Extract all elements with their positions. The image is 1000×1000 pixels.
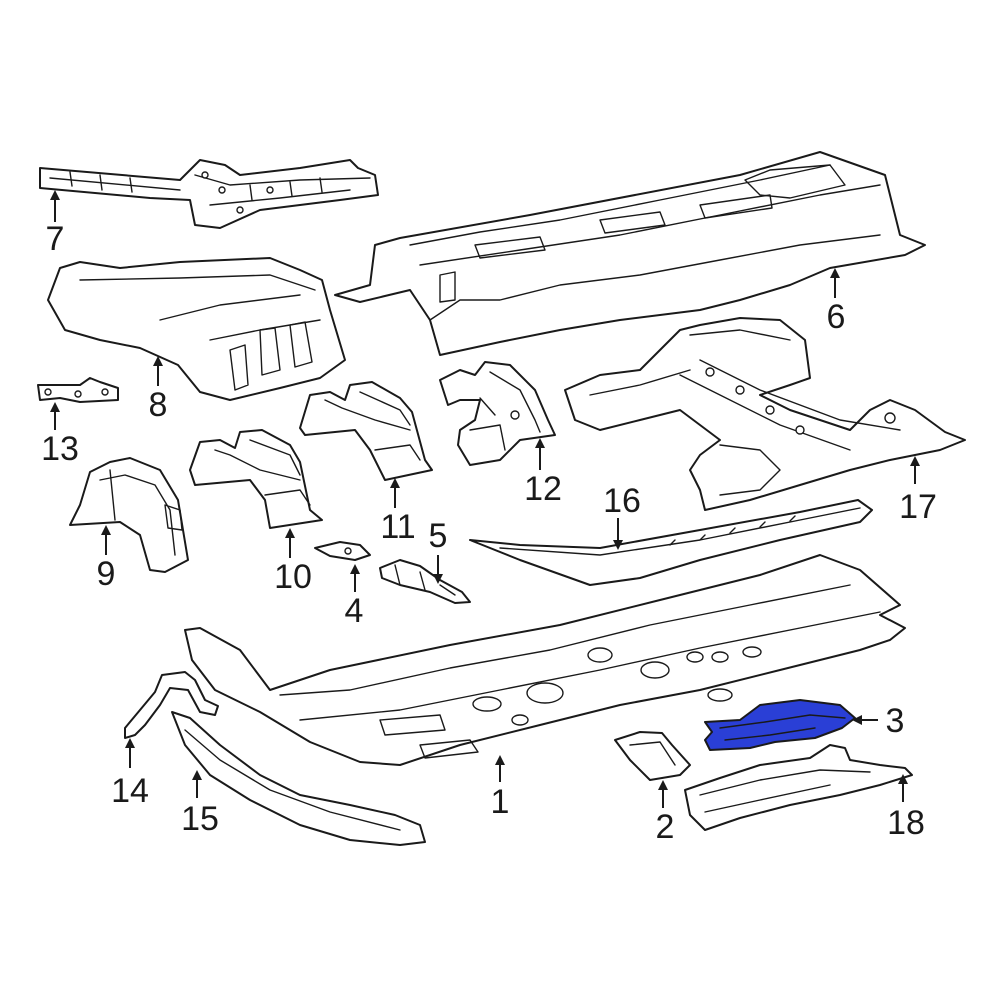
callout-9: 9	[97, 555, 116, 593]
part-12-crossmember-bracket[interactable]	[439, 361, 556, 466]
part-3-highlighted[interactable]	[704, 699, 856, 751]
part-5-bracket[interactable]	[379, 559, 471, 604]
callout-15: 15	[181, 800, 219, 838]
part-4-bracket[interactable]	[314, 541, 371, 561]
callout-2: 2	[656, 808, 675, 846]
part-18-sill-extension[interactable]	[684, 744, 913, 831]
part-1-floor-pan[interactable]	[184, 554, 906, 766]
part-8-wheel-house[interactable]	[47, 257, 346, 401]
callout-14: 14	[111, 772, 149, 810]
callout-5: 5	[429, 517, 448, 555]
callout-12: 12	[524, 470, 562, 508]
callout-leaders	[50, 190, 920, 808]
callout-7: 7	[46, 220, 65, 258]
callout-6: 6	[827, 298, 846, 336]
part-7-rail-reinforcement[interactable]	[39, 159, 379, 229]
part-17-crossmember[interactable]	[564, 317, 966, 511]
part-15-reinforcement[interactable]	[171, 711, 426, 846]
part-10-bracket[interactable]	[189, 429, 323, 529]
part-2-bracket[interactable]	[614, 731, 691, 781]
callout-18: 18	[887, 804, 925, 842]
part-13-bracket[interactable]	[37, 377, 119, 403]
callout-3: 3	[886, 702, 905, 740]
part-16-sill[interactable]	[469, 499, 873, 586]
callout-17: 17	[899, 488, 937, 526]
callout-10: 10	[274, 558, 312, 596]
callout-16: 16	[603, 482, 641, 520]
callout-8: 8	[149, 386, 168, 424]
part-14-hanger[interactable]	[124, 671, 219, 739]
part-11-bracket[interactable]	[299, 381, 433, 481]
part-6-floor-tunnel[interactable]	[334, 151, 926, 356]
callout-4: 4	[345, 592, 364, 630]
callout-13: 13	[41, 430, 79, 468]
part-9-wheel-house-extension[interactable]	[69, 457, 189, 573]
callout-11: 11	[380, 508, 415, 546]
callout-labels: 1 2 3 4 5 6 7 8 9 10 11 12 13 14 15 16 1…	[41, 220, 937, 846]
callout-1: 1	[491, 783, 510, 821]
